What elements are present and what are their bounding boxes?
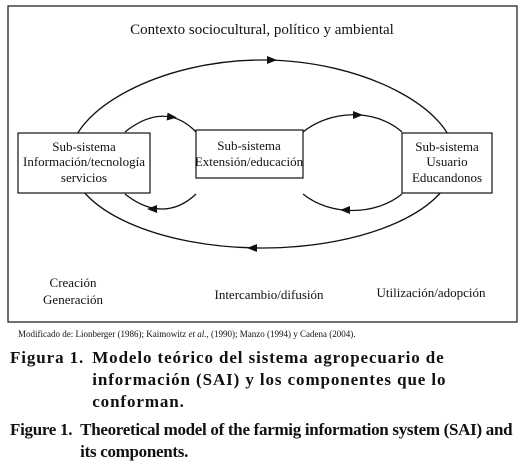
figure-caption-spanish-label: Figura 1. xyxy=(10,348,85,367)
outer-loop-top xyxy=(69,59,456,159)
node-user-box xyxy=(401,132,493,194)
node-information-line-1: Sub-sistema xyxy=(52,139,116,154)
node-user-line-1: Sub-sistema xyxy=(415,139,479,154)
left-loop-bottom xyxy=(124,193,197,210)
figure-caption-english-text: Theoretical model of the farmig informat… xyxy=(80,420,513,461)
source-note: Modificado de: Lionberger (1986); Kaimow… xyxy=(18,329,356,339)
node-extension-box xyxy=(195,129,304,179)
figure-caption-english: Figure 1. Theoretical model of the farmi… xyxy=(10,419,520,463)
node-information-box xyxy=(17,132,151,194)
node-user-line-3: Educandonos xyxy=(412,170,482,185)
left-loop-top xyxy=(124,115,197,133)
stage-label-utilization: Utilización/adopción xyxy=(376,285,486,300)
node-extension-line-2: Extensión/educación xyxy=(195,154,304,169)
figure-caption-spanish: Figura 1. Modelo teórico del sistema agr… xyxy=(10,347,515,413)
stage-label-creation: Creación xyxy=(50,275,97,290)
stage-label-exchange: Intercambio/difusión xyxy=(214,287,324,302)
source-note-suffix: , (1990); Manzo (1994) y Cadena (2004). xyxy=(207,329,356,339)
node-information-line-2: Información/tecnología xyxy=(23,154,145,169)
node-information-line-3: servicios xyxy=(61,170,107,185)
context-frame xyxy=(7,5,518,323)
node-extension: Sub-sistema Extensión/educación xyxy=(195,129,304,179)
context-label: Contexto sociocultural, político y ambie… xyxy=(130,22,394,38)
outer-loop-bottom xyxy=(69,157,456,249)
right-loop-top xyxy=(302,114,403,133)
node-information: Sub-sistema Información/tecnología servi… xyxy=(17,132,151,194)
right-loop-bottom xyxy=(302,193,403,212)
node-extension-line-1: Sub-sistema xyxy=(217,138,281,153)
figure-caption-english-label: Figure 1. xyxy=(10,420,73,439)
stage-label-generation: Generación xyxy=(43,292,103,307)
source-note-etal: et al. xyxy=(189,329,207,339)
node-user: Sub-sistema Usuario Educandonos xyxy=(401,132,493,194)
figure-caption-spanish-text: Modelo teórico del sistema agropecuario … xyxy=(92,348,447,411)
source-note-prefix: Modificado de: Lionberger (1986); Kaimow… xyxy=(18,329,189,339)
node-user-line-2: Usuario xyxy=(426,154,467,169)
